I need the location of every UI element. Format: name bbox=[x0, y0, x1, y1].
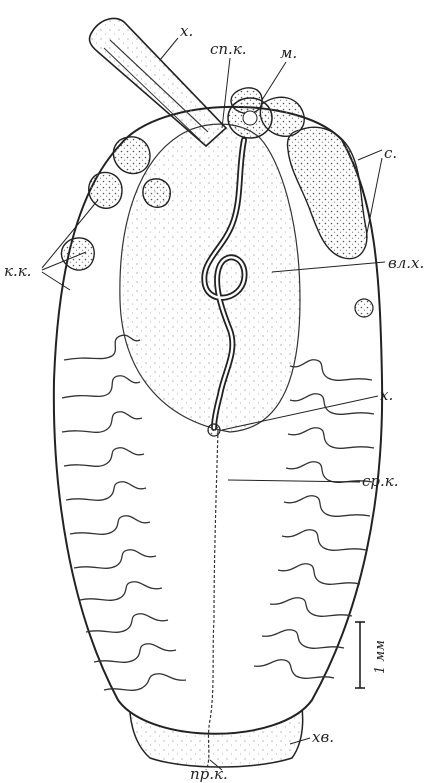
label-chorion-top: х. bbox=[180, 22, 193, 40]
label-kk: к.к. bbox=[4, 262, 31, 280]
label-scale: 1 мм bbox=[373, 640, 388, 674]
label-srk: ср.к. bbox=[362, 472, 399, 490]
label-spk: сп.к. bbox=[210, 40, 247, 58]
sucker-organ bbox=[228, 98, 272, 138]
canal-end-bulb bbox=[208, 424, 220, 436]
label-vlh: вл.х. bbox=[388, 254, 424, 272]
label-s: с. bbox=[384, 144, 397, 162]
small-round-organ bbox=[355, 299, 373, 317]
label-chorion-mid: х. bbox=[380, 386, 393, 404]
label-m: м. bbox=[280, 44, 297, 62]
label-hv: хв. bbox=[312, 728, 334, 746]
scale-bar bbox=[355, 622, 365, 688]
label-prk: пр.к. bbox=[190, 765, 228, 783]
